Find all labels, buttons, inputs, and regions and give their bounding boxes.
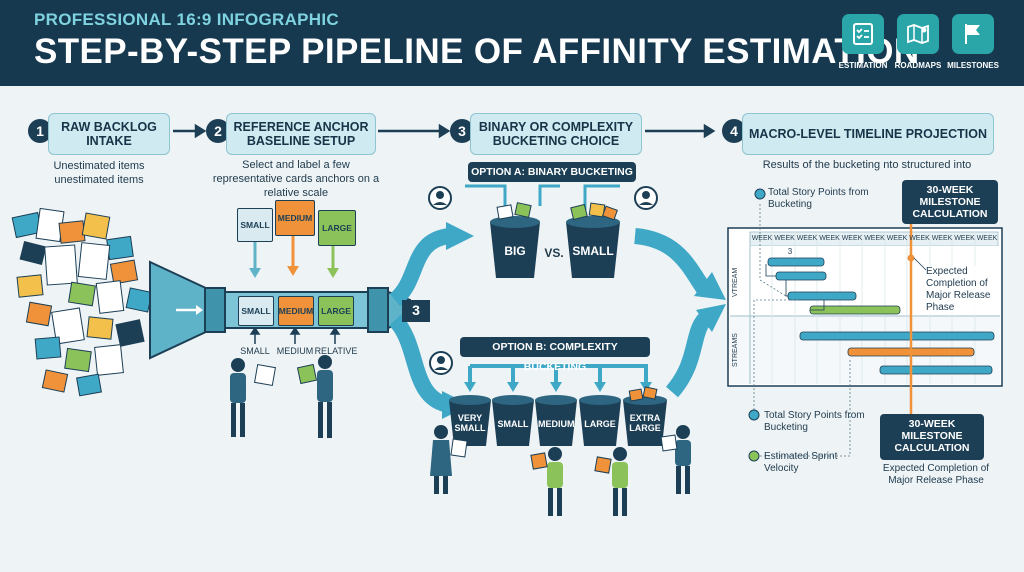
pipe-card-small: SMALL xyxy=(238,296,274,326)
versus-label: VS. xyxy=(544,246,564,260)
week-header-cell: WEEK xyxy=(909,235,930,242)
backlog-pile-icon xyxy=(11,207,153,397)
scale-ticks xyxy=(249,326,341,344)
scale-label-relative: RELATIVE xyxy=(314,346,358,356)
header-icon-label: ROADMAPS xyxy=(894,61,942,70)
header-banner: PROFESSIONAL 16:9 INFOGRAPHIC STEP-BY-ST… xyxy=(0,0,1024,86)
timeline-label-velocity: Estimated Sprint Velocity xyxy=(764,451,838,474)
option-a-title: OPTION A: BINARY BUCKETING xyxy=(468,162,636,182)
bucket-label-extra-large: EXTRA LARGE xyxy=(629,413,661,433)
step-4-label: MACRO-LEVEL TIMELINE PROJECTION xyxy=(742,113,994,155)
week-header-cell: WEEK xyxy=(864,235,885,242)
week-header-cell: WEEK xyxy=(954,235,975,242)
pipe-card-medium: MEDIUM xyxy=(278,296,314,326)
week-header-cell: WEEK xyxy=(751,235,773,242)
timeline-label-completion-bottom: Expected Completion of Major Release Pha… xyxy=(882,463,990,486)
week-header-cell: WEEK xyxy=(886,235,908,242)
anchor-card-medium: MEDIUM xyxy=(275,200,315,236)
drop-arrows xyxy=(465,184,620,210)
timeline-bar-number: 3 xyxy=(787,247,793,256)
timeline-label-story-points-bottom: Total Story Points from Bucketing xyxy=(764,410,865,433)
branch-number: 3 xyxy=(412,302,420,318)
anchor-card-small: SMALL xyxy=(237,208,273,242)
checklist-icon xyxy=(842,14,884,54)
week-header-cell: WEEK xyxy=(796,235,818,242)
flag-icon xyxy=(952,14,994,54)
lane-label-1: VTREAM xyxy=(732,267,739,297)
step-2-description: Select and label a few representative ca… xyxy=(212,159,380,199)
step-3-label: BINARY OR COMPLEXITY BUCKETING CHOICE xyxy=(470,113,642,155)
step-1-label: RAW BACKLOG INTAKE xyxy=(48,113,170,155)
anchor-arrows xyxy=(249,236,339,278)
option-b-title: OPTION B: COMPLEXITY BUCKETING xyxy=(460,337,650,373)
week-header-cell: WEEK xyxy=(819,235,840,242)
page-title: STEP-BY-STEP PIPELINE OF AFFINITY ESTIMA… xyxy=(34,32,920,71)
bucket-label-large: LARGE xyxy=(584,419,616,429)
timeline-label-story-points-top: Total Story Points from Bucketing xyxy=(768,187,869,210)
scale-label-small: SMALL xyxy=(240,346,270,356)
step-arrows xyxy=(173,123,716,139)
milestone-badge-bottom: 30-WEEK MILESTONE CALCULATION xyxy=(880,414,984,460)
map-icon xyxy=(897,14,939,54)
distributor-arrows xyxy=(468,364,648,384)
step-4-description: Results of the bucketing nto structured … xyxy=(762,159,972,171)
scale-label-medium: MEDIUM xyxy=(276,346,314,356)
week-header-cell: WEEK xyxy=(976,235,998,242)
pipe-card-large: LARGE xyxy=(318,296,354,326)
person-icon xyxy=(230,355,691,516)
week-header-cell: WEEK xyxy=(774,235,795,242)
header-kicker: PROFESSIONAL 16:9 INFOGRAPHIC xyxy=(34,10,339,29)
header-icon-label: ESTIMATION xyxy=(838,61,888,70)
bucket-label-very-small: VERY SMALL xyxy=(454,413,486,433)
bucket-label-small: SMALL xyxy=(572,244,614,258)
avatar-icon xyxy=(429,351,453,375)
header-icon-label: MILESTONES xyxy=(947,61,999,70)
step-2-label: REFERENCE ANCHOR BASELINE SETUP xyxy=(226,113,376,155)
avatar-icon xyxy=(428,186,658,210)
week-header-cell: WEEK xyxy=(931,235,953,242)
timeline-label-completion-side: Expected Completion of Major Release Pha… xyxy=(926,266,1000,314)
milestone-badge-top: 30-WEEK MILESTONE CALCULATION xyxy=(902,180,998,224)
bucket-label-big: BIG xyxy=(504,244,526,258)
bucket-label-small: SMALL xyxy=(497,419,529,429)
bucket-label-medium: MEDIUM xyxy=(538,419,575,429)
week-header-cell: WEEK xyxy=(841,235,863,242)
anchor-card-large: LARGE xyxy=(318,210,356,246)
bucket-icon xyxy=(490,202,620,278)
lane-label-2: STREAMS xyxy=(732,333,739,367)
bucket-icon xyxy=(449,386,667,446)
step-1-description: Unestimated items unestimated items xyxy=(53,160,145,186)
